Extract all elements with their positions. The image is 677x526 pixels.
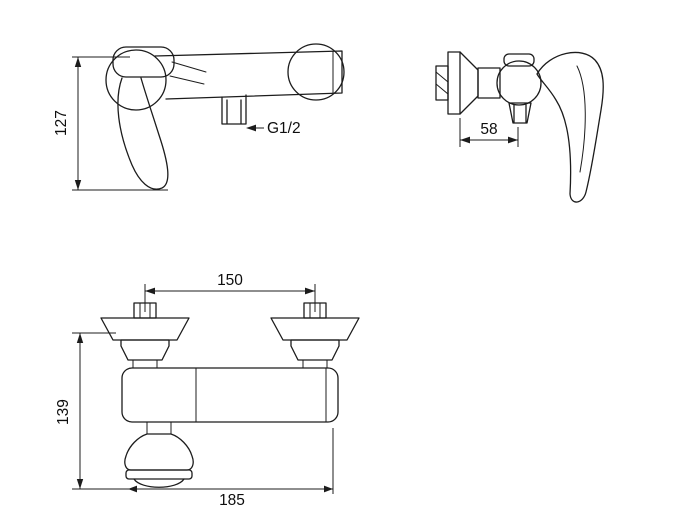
dim-139-label: 139 xyxy=(55,399,72,425)
arrow-right xyxy=(508,136,518,144)
dim-58-label: 58 xyxy=(480,121,497,138)
top-view xyxy=(105,43,345,190)
cartridge-cap xyxy=(112,46,175,78)
dimension-58: 58 xyxy=(459,118,519,147)
dim-185-label: 185 xyxy=(219,492,245,509)
bottom-outlet xyxy=(508,102,532,124)
handle-knob xyxy=(133,478,185,488)
dimension-150: 150 xyxy=(144,272,316,312)
dimension-127: 127 xyxy=(53,56,168,191)
union-neck xyxy=(302,359,328,369)
arrow-up xyxy=(76,333,84,343)
union-flange xyxy=(100,317,190,341)
valve-body-sphere xyxy=(496,60,542,106)
right-flange-circle xyxy=(287,43,345,101)
arrow-right xyxy=(324,485,333,493)
dim-150-label: 150 xyxy=(217,272,243,289)
lever-arm-lines xyxy=(169,61,207,85)
arrow-right xyxy=(305,287,315,295)
union-nut xyxy=(290,339,340,361)
handle-bell xyxy=(124,433,194,471)
nipple-hatch xyxy=(435,71,449,95)
arrow-left xyxy=(128,485,137,493)
thread-callout: G1/2 xyxy=(246,120,301,137)
top-cap xyxy=(503,53,535,67)
union-nut xyxy=(120,339,170,361)
arrow-left xyxy=(460,136,470,144)
arrow-down xyxy=(74,180,82,190)
handle-inner-line xyxy=(576,65,586,173)
escutcheon-disc xyxy=(447,51,461,115)
front-view xyxy=(100,302,360,488)
union-flange xyxy=(270,317,360,341)
union-neck xyxy=(132,359,158,369)
arrow-down xyxy=(76,479,84,489)
handle-blade xyxy=(117,77,169,190)
dimension-139: 139 xyxy=(55,332,116,489)
body-outline xyxy=(154,50,343,100)
wall-nipple xyxy=(435,65,449,101)
left-wall-union xyxy=(100,302,190,369)
handle-rim xyxy=(125,469,193,480)
union-stem-lines xyxy=(139,302,151,319)
escutcheon-cone xyxy=(459,51,479,115)
side-view xyxy=(435,51,604,203)
right-wall-union xyxy=(270,302,360,369)
handle-neck xyxy=(146,421,172,435)
leader-arrow xyxy=(246,124,256,132)
mixer-body xyxy=(121,367,339,423)
arrow-left xyxy=(145,287,155,295)
union-connector xyxy=(477,67,501,99)
thread-label: G1/2 xyxy=(267,120,301,137)
union-stem-lines xyxy=(309,302,321,319)
dimension-185: 185 xyxy=(72,428,334,509)
arrow-up xyxy=(74,57,82,67)
left-flange-circle xyxy=(105,49,167,111)
dim-127-label: 127 xyxy=(53,110,70,136)
outlet-thread xyxy=(221,94,247,125)
handle-side xyxy=(536,51,604,203)
bottom-handle xyxy=(124,421,194,488)
